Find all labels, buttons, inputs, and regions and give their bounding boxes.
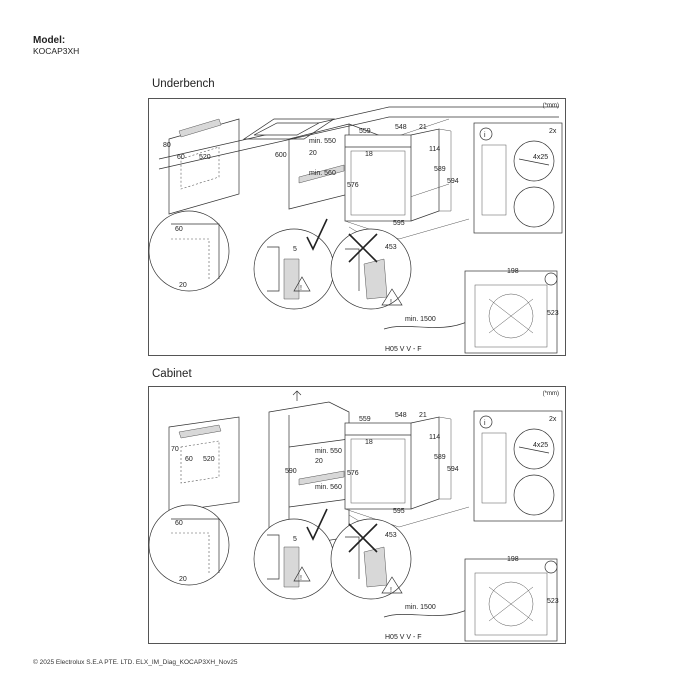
dim-oven-114: 114 [429, 434, 440, 441]
dim-top-520: 520 [203, 456, 215, 463]
dim-front-198: 198 [507, 268, 519, 275]
dim-oven-559: 559 [359, 416, 371, 423]
svg-text:!: ! [300, 575, 302, 582]
svg-text:!: ! [390, 587, 392, 594]
dim-niche-20: 20 [309, 150, 317, 157]
model-label: Model: [33, 35, 66, 46]
dim-oven-589: 589 [434, 454, 446, 461]
diagram-panel-underbench: (*mm) [148, 98, 566, 356]
screw-size: 4x25 [533, 154, 548, 161]
dim-detail-60: 60 [175, 226, 183, 233]
footer-copyright: © 2025 Electrolux S.E.A PTE. LTD. ELX_IM… [33, 659, 238, 666]
dim-niche-min550: min. 550 [315, 448, 342, 455]
svg-text:i: i [484, 420, 486, 427]
dim-oven-576: 576 [347, 470, 359, 477]
dim-front-523: 523 [547, 598, 559, 605]
screw-count: 2x [549, 128, 557, 135]
unit-note: (*mm) [542, 103, 559, 109]
unit-note: (*mm) [542, 391, 559, 397]
cable-length: min. 1500 [405, 604, 436, 611]
dim-oven-589: 589 [434, 166, 446, 173]
dim-oven-576: 576 [347, 182, 359, 189]
screw-size: 4x25 [533, 442, 548, 449]
dim-top-60: 60 [185, 456, 193, 463]
dim-detail-60: 60 [175, 520, 183, 527]
dim-oven-114: 114 [429, 146, 440, 153]
dim-niche-20: 20 [315, 458, 323, 465]
dim-gap-5: 5 [293, 536, 297, 543]
dim-oven-594: 594 [447, 178, 459, 185]
dim-niche-min550: min. 550 [309, 138, 336, 145]
dim-niche-600: 600 [275, 152, 287, 159]
dim-oven-548: 548 [395, 412, 407, 419]
dim-oven-595: 595 [393, 508, 405, 515]
installation-diagram-underbench: ! ! i 80 60 520 600 min. 550 20 min. 560… [148, 106, 563, 354]
dim-oven-18: 18 [365, 151, 373, 158]
dim-oven-21: 21 [419, 412, 427, 419]
cable-type: H05 V V - F [385, 634, 422, 641]
dim-oven-453: 453 [385, 244, 397, 251]
dim-oven-453: 453 [385, 532, 397, 539]
cable-type: H05 V V - F [385, 346, 422, 353]
dim-top-520: 520 [199, 154, 211, 161]
dim-oven-18: 18 [365, 439, 373, 446]
svg-text:!: ! [300, 285, 302, 292]
dim-top-70: 70 [171, 446, 179, 453]
diagram-panel-cabinet: (*mm) ! ! [148, 386, 566, 644]
dim-oven-548: 548 [395, 124, 407, 131]
dim-oven-595: 595 [393, 220, 405, 227]
screw-count: 2x [549, 416, 557, 423]
dim-front-198: 198 [507, 556, 519, 563]
model-code: KOCAP3XH [33, 46, 80, 56]
dim-top-80: 80 [163, 142, 171, 149]
dim-niche-min560: min. 560 [315, 484, 342, 491]
dim-oven-21: 21 [419, 124, 427, 131]
dim-detail-20: 20 [179, 576, 187, 583]
dim-oven-559: 559 [359, 128, 371, 135]
dim-front-523: 523 [547, 310, 559, 317]
svg-text:i: i [484, 132, 486, 139]
dim-gap-5: 5 [293, 246, 297, 253]
dim-niche-min560: min. 560 [309, 170, 336, 177]
dim-detail-20: 20 [179, 282, 187, 289]
dim-niche-590: 590 [285, 468, 297, 475]
svg-text:!: ! [390, 299, 392, 306]
dim-oven-594: 594 [447, 466, 459, 473]
installation-diagram-cabinet: ! ! i 70 60 520 590 min. 550 20 min. 560… [148, 390, 563, 642]
section-title-cabinet: Cabinet [152, 368, 192, 380]
dim-top-60: 60 [177, 154, 185, 161]
section-title-underbench: Underbench [152, 78, 215, 90]
cable-length: min. 1500 [405, 316, 436, 323]
